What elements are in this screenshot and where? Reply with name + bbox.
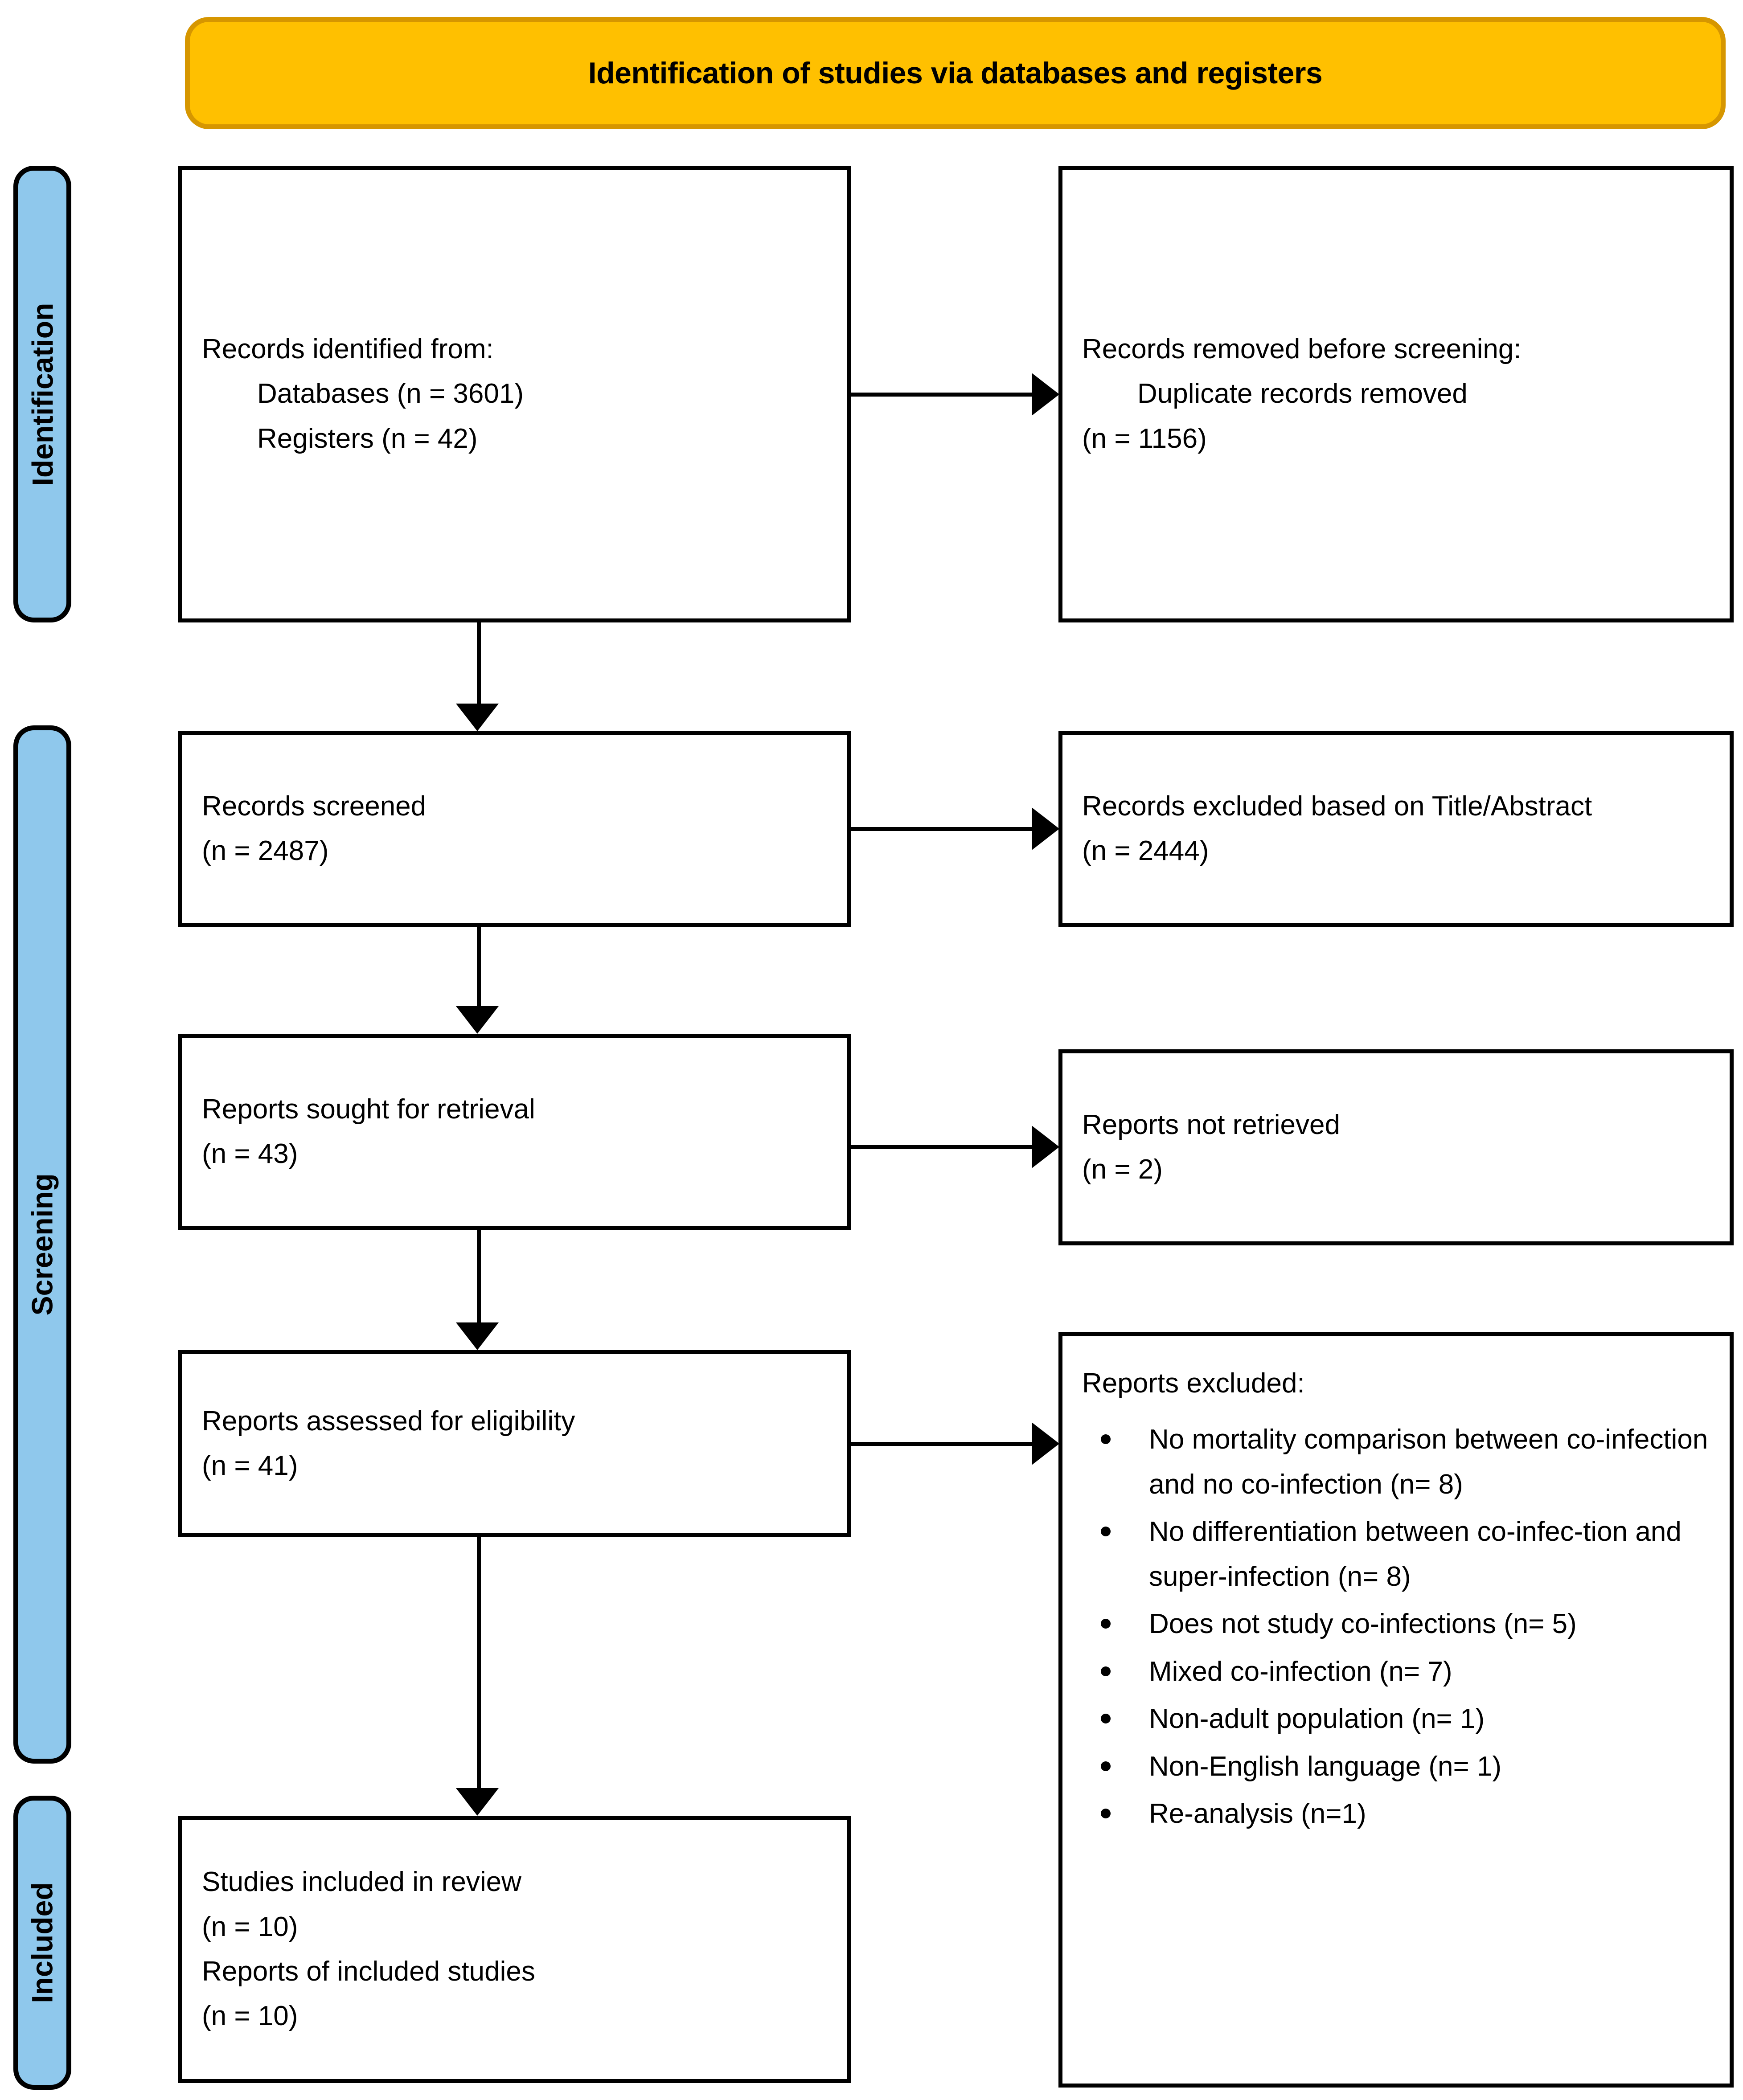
reason-text: No differentiation between co-infec-tion… [1149,1516,1681,1592]
box-records-identified: Records identified from: Databases (n = … [178,166,851,622]
list-item: Non-English language (n= 1) [1082,1744,1710,1789]
connector-screened-to-sought [477,927,481,1006]
connector-identified-to-removed [851,393,1032,397]
records-excluded-ta-label: Records excluded based on Title/Abstract [1082,790,1592,822]
box-reports-assessed: Reports assessed for eligibility (n = 41… [178,1350,851,1537]
list-item: No differentiation between co-infec-tion… [1082,1510,1710,1599]
studies-included-label: Studies included in review [202,1867,521,1898]
list-item: Non-adult population (n= 1) [1082,1697,1710,1741]
connector-identified-to-screened [477,622,481,704]
diagram-banner: Identification of studies via databases … [185,17,1726,129]
arrow-down-icon [456,1322,499,1350]
records-identified-registers: Registers (n = 42) [257,423,478,454]
reports-sought-count: (n = 43) [202,1138,298,1169]
records-identified-databases: Databases (n = 3601) [257,378,524,409]
stage-label-identification: Identification [13,166,71,622]
records-excluded-ta-count: (n = 2444) [1082,835,1209,866]
records-removed-count: (n = 1156) [1082,423,1207,454]
stage-label-included: Included [13,1796,71,2090]
box-studies-included: Studies included in review (n = 10) Repo… [178,1816,851,2083]
box-records-excluded-title-abstract: Records excluded based on Title/Abstract… [1058,731,1734,927]
banner-title: Identification of studies via databases … [588,56,1323,90]
connector-assessed-to-included [477,1537,481,1788]
bullet-icon [1101,1434,1111,1445]
stage-label-screening: Screening [13,725,71,1764]
list-item: No mortality comparison between co-infec… [1082,1417,1710,1507]
bullet-icon [1101,1808,1111,1818]
reason-text: Non-adult population (n= 1) [1149,1703,1485,1735]
reports-not-retrieved-count: (n = 2) [1082,1154,1163,1185]
arrow-right-icon [1032,373,1059,416]
reports-sought-label: Reports sought for retrieval [202,1093,535,1125]
box-reports-excluded: Reports excluded: No mortality compariso… [1058,1332,1734,2088]
arrow-right-icon [1032,807,1059,850]
bullet-icon [1101,1666,1111,1676]
records-screened-label: Records screened [202,790,427,822]
box-records-screened: Records screened (n = 2487) [178,731,851,927]
reports-included-count: (n = 10) [202,2001,298,2032]
records-removed-line1: Records removed before screening: [1082,333,1522,364]
studies-included-count: (n = 10) [202,1911,298,1942]
reason-text: Re-analysis (n=1) [1149,1798,1366,1829]
connector-assessed-to-excluded [851,1442,1032,1446]
arrow-down-icon [456,1788,499,1816]
bullet-icon [1101,1619,1111,1629]
list-item: Mixed co-infection (n= 7) [1082,1650,1710,1694]
arrow-right-icon [1032,1422,1059,1465]
reports-excluded-list: No mortality comparison between co-infec… [1082,1417,1710,1839]
reason-text: No mortality comparison between co-infec… [1149,1424,1708,1500]
records-screened-count: (n = 2487) [202,835,329,866]
box-records-removed: Records removed before screening: Duplic… [1058,166,1734,622]
reports-not-retrieved-label: Reports not retrieved [1082,1109,1340,1140]
reason-text: Non-English language (n= 1) [1149,1751,1502,1782]
reason-text: Mixed co-infection (n= 7) [1149,1656,1452,1687]
connector-sought-to-not-retrieved [851,1145,1032,1149]
records-identified-line1: Records identified from: [202,333,494,364]
stage-label-included-text: Included [26,1882,59,2003]
arrow-down-icon [456,1006,499,1034]
list-item: Re-analysis (n=1) [1082,1792,1710,1836]
reports-included-label: Reports of included studies [202,1956,535,1987]
records-removed-duplicates: Duplicate records removed [1137,378,1468,409]
arrow-down-icon [456,704,499,731]
bullet-icon [1101,1761,1111,1771]
reports-assessed-count: (n = 41) [202,1450,298,1481]
connector-screened-to-excluded-ta [851,827,1032,831]
bullet-icon [1101,1527,1111,1537]
box-reports-sought: Reports sought for retrieval (n = 43) [178,1034,851,1230]
box-reports-not-retrieved: Reports not retrieved (n = 2) [1058,1049,1734,1245]
arrow-right-icon [1032,1126,1059,1168]
reports-excluded-heading: Reports excluded: [1082,1368,1305,1399]
reports-assessed-label: Reports assessed for eligibility [202,1405,575,1437]
bullet-icon [1101,1714,1111,1724]
list-item: Does not study co-infections (n= 5) [1082,1602,1710,1646]
reason-text: Does not study co-infections (n= 5) [1149,1609,1577,1640]
stage-label-screening-text: Screening [26,1173,59,1316]
stage-label-identification-text: Identification [26,303,59,486]
connector-sought-to-assessed [477,1230,481,1322]
